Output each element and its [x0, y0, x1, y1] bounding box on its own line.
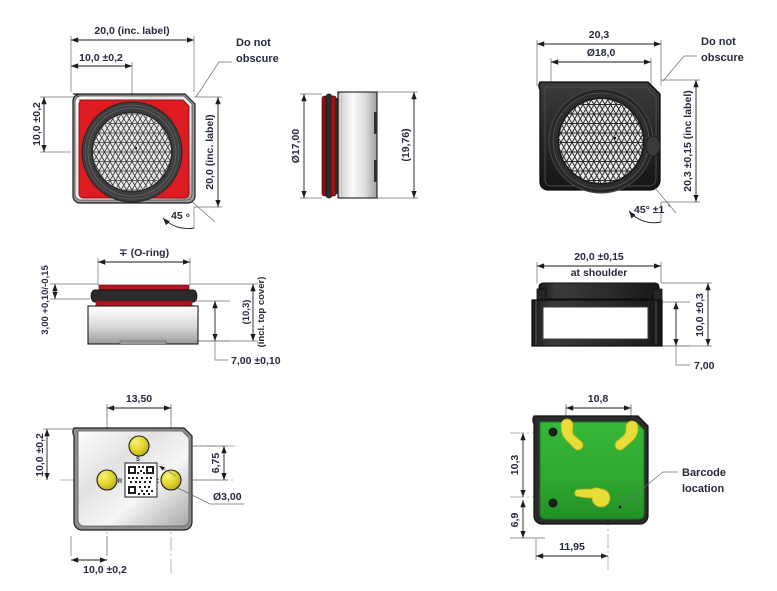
sensor-ring-groove — [84, 104, 180, 200]
dim-diameter-18: Ø18,0 — [587, 47, 616, 59]
annotation-do-not-obscure-line1: Do not — [701, 36, 736, 48]
body-base-detail — [119, 340, 167, 345]
view-front-red-label: 45 o 20,0 (inc. label) 10,0 ±0,2 10,0 ±0… — [31, 25, 279, 230]
dim-body-height: 7,00 ±0,10 — [231, 355, 281, 367]
dim-pad-spacing: 10,8 — [588, 393, 609, 405]
view-rear-pins-qr: S R C — [34, 393, 244, 576]
pcb-pads — [560, 418, 639, 508]
bezel-tab — [645, 135, 661, 157]
housing-window — [542, 306, 649, 340]
pad-upper-right — [614, 420, 639, 451]
dim-width-overall: 20,0 (inc. label) — [94, 25, 169, 37]
annotation-barcode-line2: location — [682, 483, 724, 495]
cover-lug-right — [652, 288, 663, 301]
pin-s — [128, 435, 150, 457]
dim-height-20-3: 20,3 ±0,15 (inc label) — [682, 90, 694, 191]
mesh-screen — [93, 113, 171, 191]
dim-body-height: 7,00 — [694, 360, 715, 372]
body-notch-top — [374, 112, 378, 134]
chamfer-leader — [188, 198, 216, 223]
leader-body-height — [675, 346, 690, 366]
o-ring — [90, 289, 198, 303]
pin-label-s: S — [136, 457, 140, 463]
dim-chamfer-degree-tol: ° — [668, 205, 671, 211]
pin-c — [160, 469, 182, 491]
view-side-black-housing: 20,0 ±0,15 at shoulder 10,0 ±0,3 7,00 — [531, 251, 715, 372]
housing-inner-edge — [544, 86, 657, 187]
view-rear-pcb: Barcode location 10,8 10,3 6,9 11,95 — [509, 393, 726, 570]
dim-o-ring-height: 3,00 +0,10/-0,15 — [40, 265, 51, 335]
barcode-location-point — [618, 505, 622, 509]
dim-height-center: 10,0 ±0,2 — [31, 102, 43, 146]
sensor-ring-groove-2 — [87, 107, 177, 197]
dim-pin-offset: 6,75 — [210, 453, 222, 474]
dim-height-center: 10,0 ±0,2 — [34, 433, 46, 477]
dim-length-19-76: (19,76) — [400, 128, 412, 161]
dim-width-20-3: 20,3 — [589, 29, 610, 41]
dim-diameter-17: Ø17,00 — [290, 129, 302, 164]
chamfer-leader — [654, 187, 677, 214]
dim-o-ring-width: ∓ (O-ring) — [119, 247, 169, 259]
view-side-profile: Ø17,00 (19,76) — [290, 91, 418, 199]
annotation-do-not-obscure-line2: obscure — [701, 52, 744, 64]
dim-shoulder-width-line1: 20,0 ±0,15 — [574, 251, 624, 263]
annotation-leader-do-not-obscure — [195, 61, 232, 98]
metal-body — [87, 305, 199, 345]
chamfer-arc — [628, 210, 662, 224]
mounting-hole-bottom — [548, 498, 558, 508]
dim-width-bottom: 11,95 — [559, 541, 585, 553]
annotation-do-not-obscure-line1: Do not — [236, 37, 271, 49]
top-label — [98, 284, 190, 291]
dim-pin-spacing: 13,50 — [126, 393, 152, 405]
dim-width-center: 10,0 ±0,2 — [79, 52, 123, 64]
top-cover — [538, 282, 660, 300]
pad-center-bottom — [574, 487, 611, 508]
pad-upper-left — [560, 418, 584, 451]
body-notch-bottom — [374, 160, 378, 182]
view-side-o-ring: ∓ (O-ring) 3,00 +0,10/-0,15 7,00 ±0,10 (… — [40, 247, 281, 367]
qr-code — [124, 462, 158, 498]
annotation-leader-do-not-obscure — [662, 55, 697, 82]
center-dot — [134, 146, 138, 150]
dim-chamfer-45: 45 — [171, 210, 183, 222]
dim-pin-diameter: Ø3,00 — [213, 491, 242, 503]
pin-r — [96, 469, 118, 491]
mesh-edge — [91, 111, 173, 193]
dim-total-height-line2: (incl. top cover) — [256, 277, 267, 348]
view-front-black-housing: 45° ±1 ° 20,3 Ø18,0 20,3 ±0,15 (inc labe… — [536, 29, 744, 224]
dim-chamfer-degree: o — [186, 213, 190, 219]
dim-width-bottom: 10,0 ±0,2 — [83, 564, 127, 576]
annotation-barcode-line1: Barcode — [682, 467, 726, 479]
dim-overall-height: 10,0 ±0,3 — [694, 293, 706, 337]
dim-pad-offset-upper: 10,3 — [509, 455, 521, 476]
metal-body — [337, 91, 378, 199]
center-dot — [613, 136, 617, 140]
leader-pin-diameter — [177, 487, 244, 505]
leader-barcode-location — [620, 471, 678, 507]
shoulder-edge — [335, 98, 339, 194]
mesh-screen — [559, 99, 643, 183]
mounting-hole-top — [548, 427, 558, 437]
dim-pad-offset-lower: 6,9 — [509, 513, 521, 528]
dim-total-height-line1: (10,3) — [241, 300, 252, 325]
qr-leader — [158, 465, 177, 477]
lower-label-band — [95, 300, 193, 307]
leader-body-height — [214, 341, 228, 361]
pin-label-r: R — [118, 479, 123, 485]
chamfer-arc — [162, 217, 195, 230]
mesh-edge — [557, 97, 645, 185]
cover-lug-left — [536, 288, 547, 301]
dim-shoulder-width-line2: at shoulder — [571, 267, 628, 279]
dim-chamfer-45: 45° ±1 — [634, 204, 665, 216]
dim-height-overall: 20,0 (inc. label) — [204, 114, 216, 189]
annotation-do-not-obscure-line2: obscure — [236, 53, 279, 65]
